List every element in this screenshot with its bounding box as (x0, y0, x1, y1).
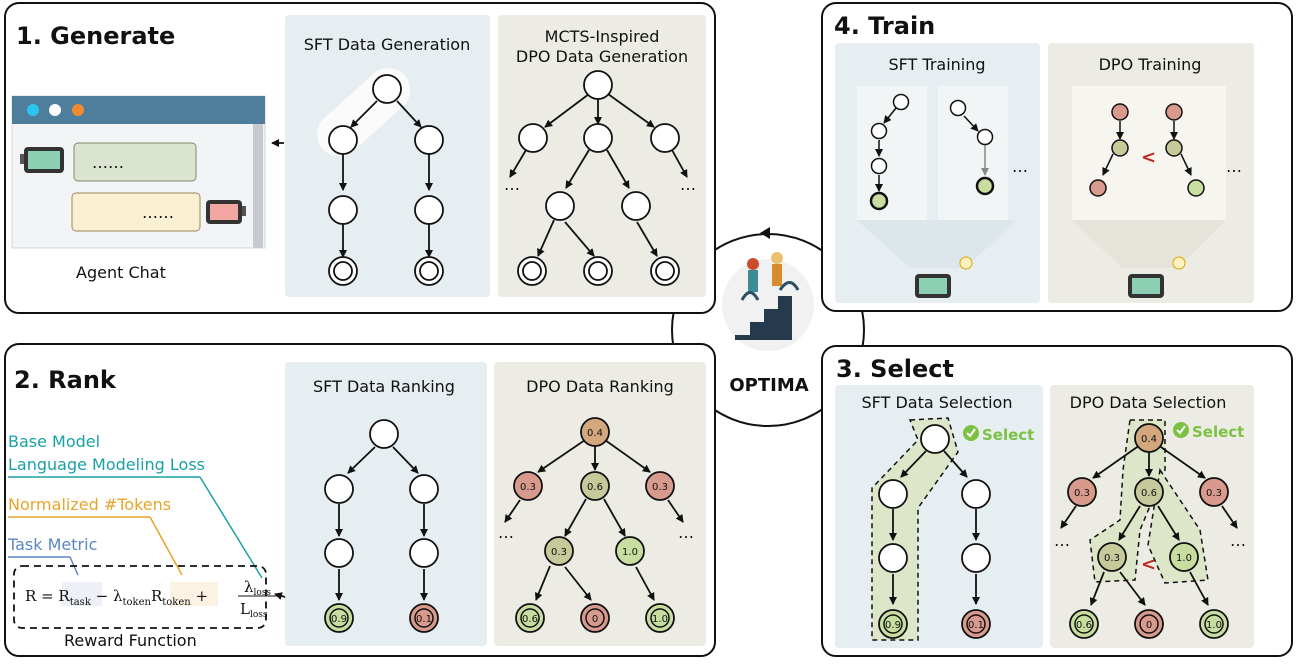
svg-text:0.3: 0.3 (1074, 488, 1090, 499)
dpo-selected-path-left (1089, 419, 1166, 583)
window-dot-white (49, 104, 61, 116)
dpo-generation-label-1: MCTS-Inspired (545, 27, 660, 46)
dpo-selection-nodes (1067, 423, 1229, 639)
dpo-select-badge: Select (1173, 422, 1244, 441)
dpo-selection-less-than: < (1141, 554, 1156, 575)
panel-train-title: 4. Train (834, 12, 935, 40)
dpo-generation-tree (509, 70, 688, 286)
window-dot-orange (72, 104, 84, 116)
dpo-selection-label: DPO Data Selection (1070, 393, 1227, 412)
svg-text:0.4: 0.4 (587, 428, 603, 439)
panel-select-title: 3. Select (836, 355, 954, 383)
svg-text:Select: Select (982, 426, 1034, 444)
dpo-generation-box (498, 15, 706, 297)
sft-ranking-tree (324, 419, 439, 601)
sft-training-trees (869, 93, 995, 211)
svg-text:0.4: 0.4 (1141, 434, 1157, 445)
svg-text:0: 0 (592, 614, 598, 625)
svg-text:1.0: 1.0 (622, 547, 638, 558)
legend-lm-loss: Language Modeling Loss (8, 455, 205, 474)
legend-base-model: Base Model (8, 432, 100, 451)
dpo-training-less-than: < (1141, 147, 1156, 168)
svg-text:…: … (1226, 157, 1242, 176)
svg-text:0.1: 0.1 (968, 620, 984, 631)
cycle-arrow (760, 227, 770, 239)
sft-training-agent-icon (915, 256, 973, 298)
dpo-ranking-box (494, 362, 706, 646)
svg-text:…: … (504, 175, 520, 194)
agent-icon-right (206, 200, 246, 224)
svg-text:0.3: 0.3 (652, 482, 668, 493)
svg-text:1.0: 1.0 (1176, 553, 1192, 564)
svg-text:0.3: 0.3 (1104, 553, 1120, 564)
sft-rank-leaf-bad: 0.1 (409, 603, 439, 633)
sft-select-badge: Select (963, 425, 1034, 444)
dpo-ranking-values: 0.4 0.3 0.6 0.3 0.3 1.0 0.6 0 1.0 (520, 428, 668, 625)
agent-icon-left (20, 147, 64, 173)
dpo-training-beam (1072, 220, 1226, 268)
dpo-ranking-nodes (513, 417, 675, 633)
legend-task-metric: Task Metric (7, 535, 97, 554)
dpo-training-agent-icon (1128, 256, 1186, 298)
reward-function-label: Reward Function (64, 631, 197, 650)
svg-text:0.6: 0.6 (587, 482, 603, 493)
optima-label: OPTIMA (729, 375, 808, 396)
optima-logo (722, 252, 814, 351)
agent-chat-label: Agent Chat (76, 263, 166, 282)
sft-training-beam (857, 220, 1017, 268)
svg-text:…: … (498, 523, 514, 542)
svg-text:0.3: 0.3 (520, 482, 536, 493)
dpo-selection-edges (1060, 444, 1238, 606)
svg-text:…: … (680, 175, 696, 194)
svg-text:1.0: 1.0 (652, 614, 668, 625)
svg-text:0.9: 0.9 (331, 614, 347, 625)
dpo-ranking-edges (504, 439, 684, 601)
svg-text:……: …… (92, 153, 124, 172)
sft-ranking-label: SFT Data Ranking (313, 377, 455, 396)
chat-bubble-left (73, 142, 197, 182)
panel-rank-title: 2. Rank (14, 366, 117, 394)
svg-text:0.1: 0.1 (416, 614, 432, 625)
svg-text:0: 0 (1146, 620, 1152, 631)
dpo-ranking-label: DPO Data Ranking (526, 377, 674, 396)
svg-text:0.9: 0.9 (885, 620, 901, 631)
sft-training-label: SFT Training (888, 55, 985, 74)
svg-text:…: … (1230, 531, 1246, 550)
svg-text:0.3: 0.3 (551, 547, 567, 558)
sft-selection-tree (878, 424, 991, 639)
svg-text:Select: Select (1192, 423, 1244, 441)
svg-text:0.6: 0.6 (1076, 620, 1092, 631)
dpo-generation-label-2: DPO Data Generation (516, 47, 688, 66)
window-dot-blue (27, 104, 39, 116)
panel-generate-title: 1. Generate (16, 22, 175, 50)
chat-bubble-right (71, 192, 201, 232)
sft-rank-leaf-good: 0.9 (324, 603, 354, 633)
svg-text:0.6: 0.6 (1141, 488, 1157, 499)
svg-text:…: … (1012, 157, 1028, 176)
agent-chat-window: …… …… (11, 95, 266, 249)
dpo-training-trees (1089, 103, 1205, 197)
legend-tokens: Normalized #Tokens (8, 495, 171, 514)
svg-text:…: … (1054, 531, 1070, 550)
sft-generation-tree (328, 74, 444, 286)
sft-generation-label: SFT Data Generation (304, 35, 470, 54)
dpo-selection-values: 0.4 0.3 0.6 0.3 0.3 1.0 0.6 0 1.0 (1074, 434, 1222, 631)
dpo-training-label: DPO Training (1099, 55, 1202, 74)
sft-ranking-box (285, 362, 487, 646)
svg-text:……: …… (142, 203, 174, 222)
sft-generation-box (285, 15, 490, 297)
sft-selection-label: SFT Data Selection (862, 393, 1013, 412)
svg-text:…: … (678, 523, 694, 542)
svg-text:1.0: 1.0 (1206, 620, 1222, 631)
svg-text:0.6: 0.6 (522, 614, 538, 625)
svg-text:0.3: 0.3 (1206, 488, 1222, 499)
